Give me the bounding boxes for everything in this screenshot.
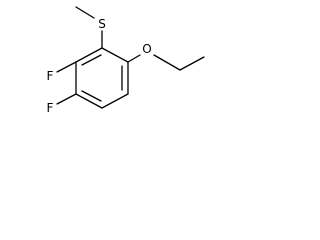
fluorine-bottom-atom-label: F [47, 101, 54, 115]
fluorine-top-atom-label: F [47, 69, 54, 83]
bond-ring-to-fluorine-bottom [56, 93, 77, 105]
ring-bond-top-left [75, 47, 103, 63]
bond-ring-to-fluorine-top [56, 61, 77, 73]
oxygen-atom-label: O [142, 42, 151, 56]
fluorine-substituents: F F [47, 61, 77, 115]
ring-bond-bottom-right [101, 93, 129, 109]
bond-ring-to-oxygen [127, 54, 141, 63]
structure-diagram: S O F F [47, 6, 205, 115]
ring-double-bond-bottom-left [81, 90, 102, 102]
ring-bond-top-right [101, 47, 129, 63]
methylthio-group: S [75, 6, 106, 49]
bond-sulfur-to-methyl [75, 6, 95, 19]
bond-ethyl-to-methyl [179, 56, 205, 71]
ring-double-bond-top-left [81, 54, 102, 66]
bond-oxygen-to-ethyl [153, 54, 181, 71]
ethoxy-group: O [127, 42, 205, 71]
benzene-ring [75, 47, 129, 109]
sulfur-atom-label: S [98, 17, 106, 31]
ring-bond-bottom-left [75, 93, 103, 109]
